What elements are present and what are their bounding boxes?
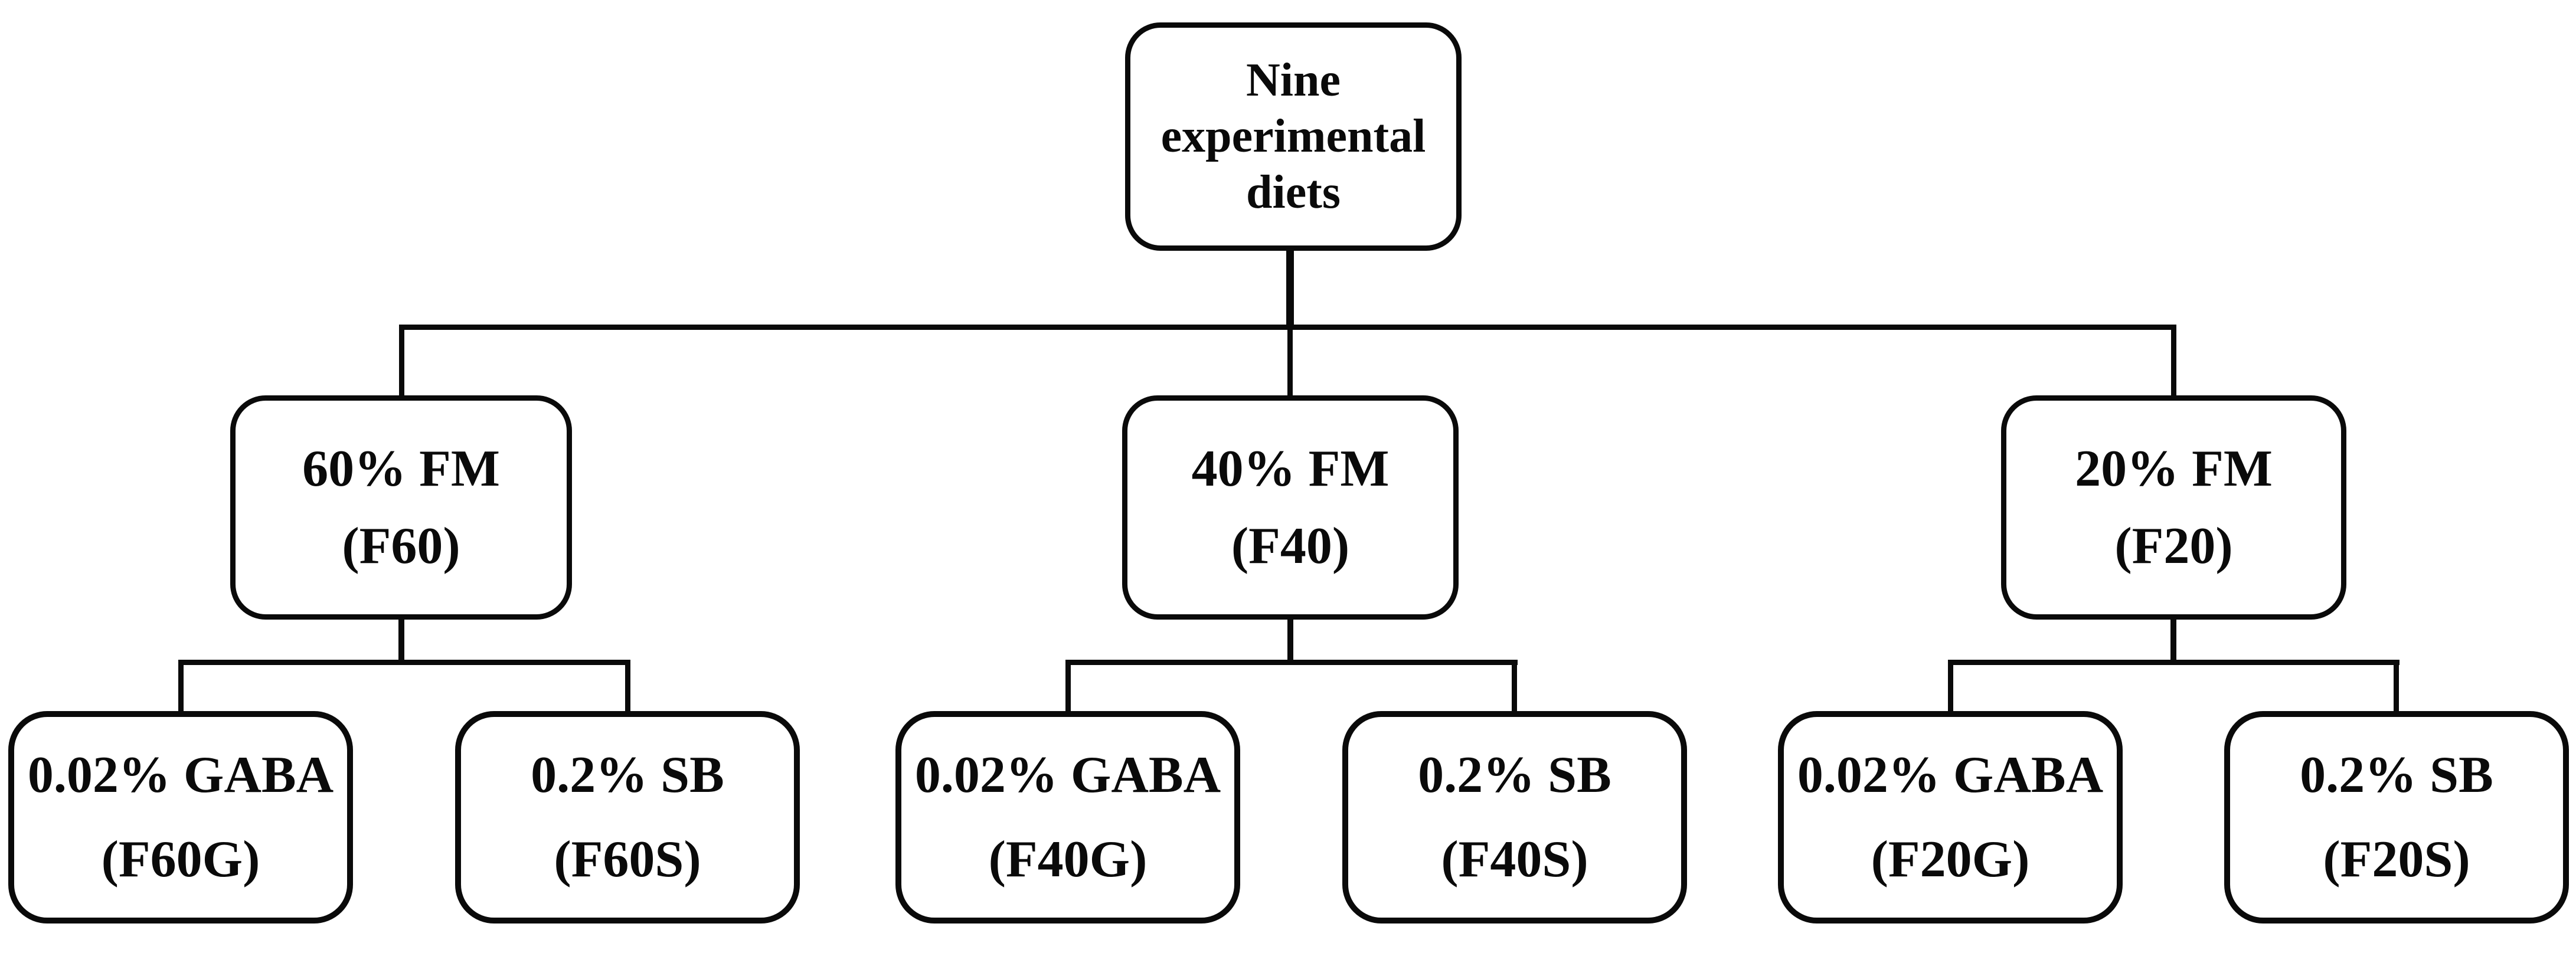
node-f40-title: 40% FM bbox=[1191, 440, 1390, 497]
node-f40s-title: 0.2% SB bbox=[1418, 746, 1611, 804]
connector-bracket-f60 bbox=[178, 660, 630, 665]
node-f60-code: (F60) bbox=[342, 518, 460, 575]
node-f60g: 0.02% GABA (F60G) bbox=[8, 711, 353, 923]
connector-f60-stub bbox=[398, 620, 404, 662]
node-f60g-code: (F60G) bbox=[101, 831, 260, 888]
connector-bracket-f40 bbox=[1065, 660, 1518, 665]
node-f20-title: 20% FM bbox=[2075, 440, 2273, 497]
connector-drop-f40 bbox=[1287, 330, 1293, 395]
node-f60s-code: (F60S) bbox=[554, 831, 701, 888]
connector-f40-stub bbox=[1287, 620, 1293, 662]
node-f60s-title: 0.2% SB bbox=[531, 746, 724, 804]
node-f60g-title: 0.02% GABA bbox=[27, 746, 334, 804]
node-f40-code: (F40) bbox=[1231, 518, 1350, 575]
node-root-line3: diets bbox=[1246, 166, 1341, 218]
connector-drop-f20g bbox=[1948, 660, 1953, 711]
node-f20g-title: 0.02% GABA bbox=[1797, 746, 2104, 804]
node-f20g-code: (F20G) bbox=[1871, 831, 2030, 888]
node-f20s: 0.2% SB (F20S) bbox=[2224, 711, 2569, 923]
node-f40g-code: (F40G) bbox=[988, 831, 1148, 888]
node-root: Nine experimental diets bbox=[1125, 22, 1462, 251]
connector-f20-stub bbox=[2170, 620, 2176, 662]
connector-drop-f60 bbox=[399, 325, 404, 395]
node-f40s-code: (F40S) bbox=[1441, 831, 1588, 888]
node-f60s: 0.2% SB (F60S) bbox=[455, 711, 800, 923]
node-f20s-code: (F20S) bbox=[2323, 831, 2470, 888]
connector-root-stub bbox=[1286, 251, 1294, 330]
connector-drop-f20s bbox=[2394, 660, 2399, 711]
node-f40s: 0.2% SB (F40S) bbox=[1342, 711, 1687, 923]
node-f20: 20% FM (F20) bbox=[2001, 395, 2346, 620]
node-f60: 60% FM (F60) bbox=[230, 395, 572, 620]
connector-bracket-f20 bbox=[1948, 660, 2400, 665]
node-f20g: 0.02% GABA (F20G) bbox=[1778, 711, 2123, 923]
node-root-line2: experimental bbox=[1160, 110, 1426, 162]
connector-drop-f60s bbox=[625, 660, 630, 711]
node-f40g-title: 0.02% GABA bbox=[914, 746, 1221, 804]
node-f60-title: 60% FM bbox=[302, 440, 500, 497]
connector-drop-f20 bbox=[2171, 325, 2176, 395]
node-f20s-title: 0.2% SB bbox=[2300, 746, 2493, 804]
node-root-line1: Nine bbox=[1246, 54, 1341, 106]
node-f40g: 0.02% GABA (F40G) bbox=[895, 711, 1240, 923]
connector-drop-f40s bbox=[1512, 660, 1517, 711]
node-f40: 40% FM (F40) bbox=[1122, 395, 1459, 620]
connector-main-rail bbox=[399, 325, 2176, 330]
connector-drop-f40g bbox=[1065, 660, 1071, 711]
node-f20-code: (F20) bbox=[2114, 518, 2233, 575]
connector-drop-f60g bbox=[178, 660, 184, 711]
